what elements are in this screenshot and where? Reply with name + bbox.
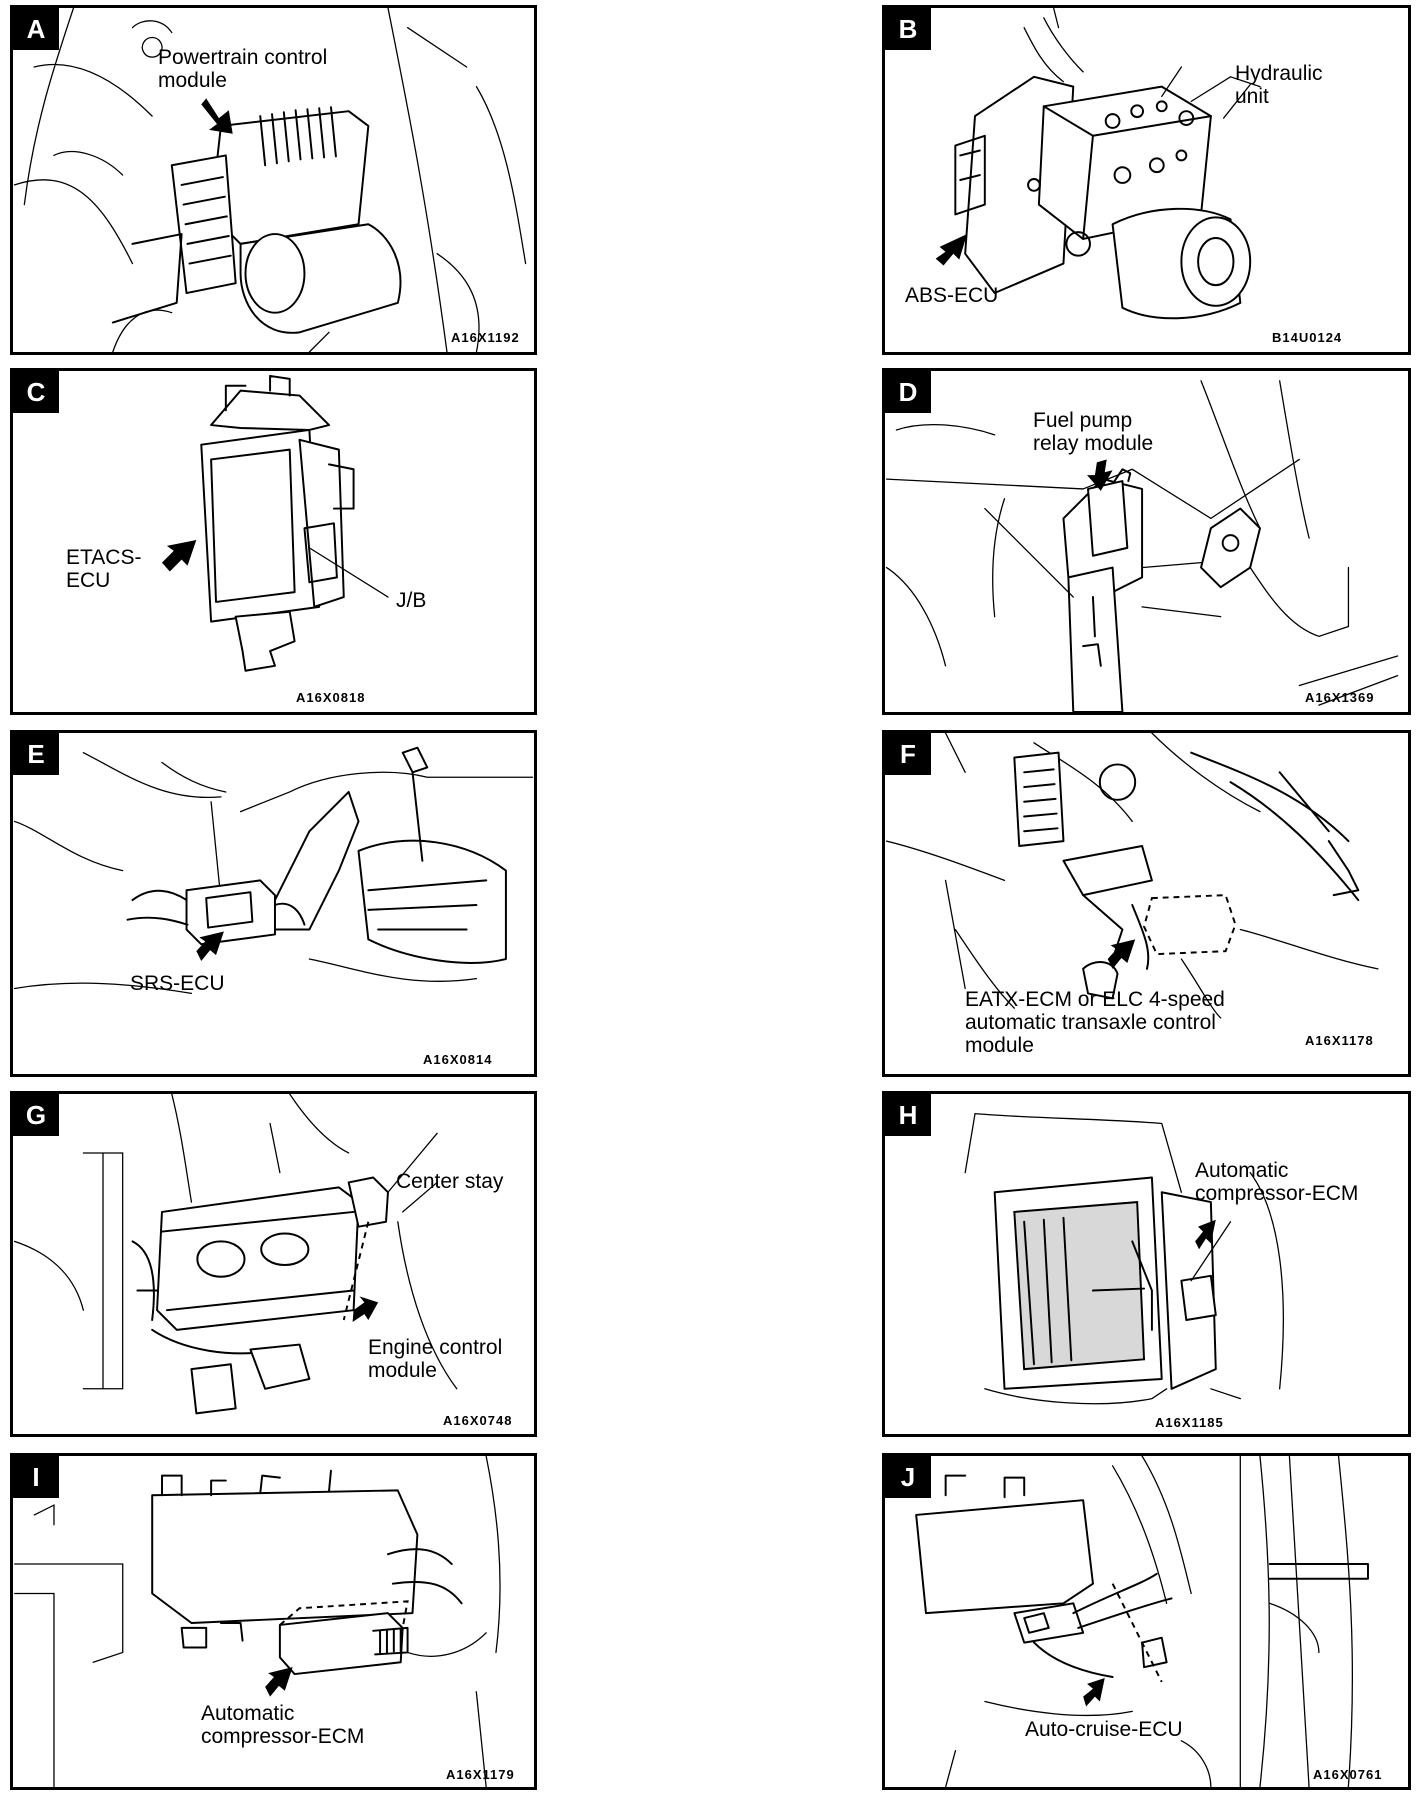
callout-label: compressor-ECM bbox=[201, 1725, 365, 1748]
callout-label: Fuel pump bbox=[1033, 409, 1133, 432]
callout-label: automatic transaxle control bbox=[965, 1011, 1216, 1034]
figure-code: A16X1192 bbox=[451, 330, 520, 345]
figure-code: B14U0124 bbox=[1272, 330, 1343, 345]
panel-letter: F bbox=[885, 733, 931, 775]
callout-label: Engine control bbox=[368, 1336, 503, 1359]
figure-code: A16X1178 bbox=[1305, 1033, 1374, 1048]
panel-f: F EATX-ECM or ELC 4-speed automatic tran… bbox=[882, 730, 1411, 1077]
panel-c: C ETACS- ECU J/B A16X0818 bbox=[10, 368, 537, 715]
hydraulic-unit-illustration bbox=[935, 8, 1261, 320]
figure-code: A16X1185 bbox=[1155, 1415, 1224, 1430]
automatic-compressor-ecm-illustration bbox=[14, 1456, 501, 1787]
figure-code: A16X0761 bbox=[1313, 1767, 1383, 1782]
panel-e: E SRS-ECU A16X0814 bbox=[10, 730, 537, 1077]
callout-label: module bbox=[158, 69, 227, 92]
panel-letter: G bbox=[13, 1094, 59, 1136]
callout-label: Auto-cruise-ECU bbox=[1025, 1718, 1183, 1741]
panel-letter: A bbox=[13, 8, 59, 50]
etacs-ecu-illustration bbox=[161, 374, 389, 672]
panel-letter: B bbox=[885, 8, 931, 50]
panel-letter: E bbox=[13, 733, 59, 775]
callout-label: Hydraulic bbox=[1235, 62, 1323, 85]
callout-label: ABS-ECU bbox=[905, 284, 999, 307]
panel-letter: H bbox=[885, 1094, 931, 1136]
callout-label: Automatic bbox=[201, 1702, 295, 1725]
figure-code: A16X0814 bbox=[423, 1052, 493, 1067]
callout-label: relay module bbox=[1033, 432, 1154, 455]
panel-letter: C bbox=[13, 371, 59, 413]
panel-h: H Automatic compressor-ECM A16X1185 bbox=[882, 1091, 1411, 1437]
callout-label: J/B bbox=[396, 589, 427, 612]
panel-g: G Center stay Engine control module A16X… bbox=[10, 1091, 537, 1437]
callout-label: Automatic bbox=[1195, 1159, 1289, 1182]
figure-code: A16X1369 bbox=[1305, 690, 1375, 705]
eatx-ecm-illustration bbox=[885, 733, 1379, 1019]
automatic-compressor-ecm-illustration bbox=[964, 1113, 1284, 1405]
callout-label: SRS-ECU bbox=[130, 972, 225, 995]
srs-ecu-illustration bbox=[13, 746, 534, 995]
figure-code: A16X0818 bbox=[296, 690, 366, 705]
powertrain-control-module-illustration bbox=[13, 8, 527, 352]
panel-letter: J bbox=[885, 1456, 931, 1498]
figure-code: A16X0748 bbox=[443, 1413, 513, 1428]
panel-letter: D bbox=[885, 371, 931, 413]
panel-j: J Auto-cruise-ECU A16X0761 bbox=[882, 1453, 1411, 1790]
figure-code: A16X1179 bbox=[446, 1767, 515, 1782]
callout-label: EATX-ECM or ELC 4-speed bbox=[965, 988, 1225, 1011]
panel-i: I Automatic compressor-ECM A16X1179 bbox=[10, 1453, 537, 1790]
callout-label: unit bbox=[1235, 85, 1269, 108]
engine-control-module-illustration bbox=[13, 1094, 458, 1415]
panel-b: B Hydraulic unit ABS-ECU B14U0124 bbox=[882, 5, 1411, 355]
callout-label: Powertrain control bbox=[158, 46, 328, 69]
callout-label: ECU bbox=[66, 569, 111, 592]
auto-cruise-ecu-illustration bbox=[915, 1456, 1369, 1787]
panel-letter: I bbox=[13, 1456, 59, 1498]
panel-d: D Fuel pump relay module A16X1369 bbox=[882, 368, 1411, 715]
callout-label: compressor-ECM bbox=[1195, 1182, 1359, 1205]
callout-label: ETACS- bbox=[66, 546, 142, 569]
callout-label: Center stay bbox=[396, 1170, 504, 1193]
callout-label: module bbox=[965, 1034, 1034, 1057]
fuel-pump-relay-illustration bbox=[885, 380, 1399, 712]
callout-label: module bbox=[368, 1359, 437, 1382]
panel-a: A Powertrain control module A16X1192 bbox=[10, 5, 537, 355]
